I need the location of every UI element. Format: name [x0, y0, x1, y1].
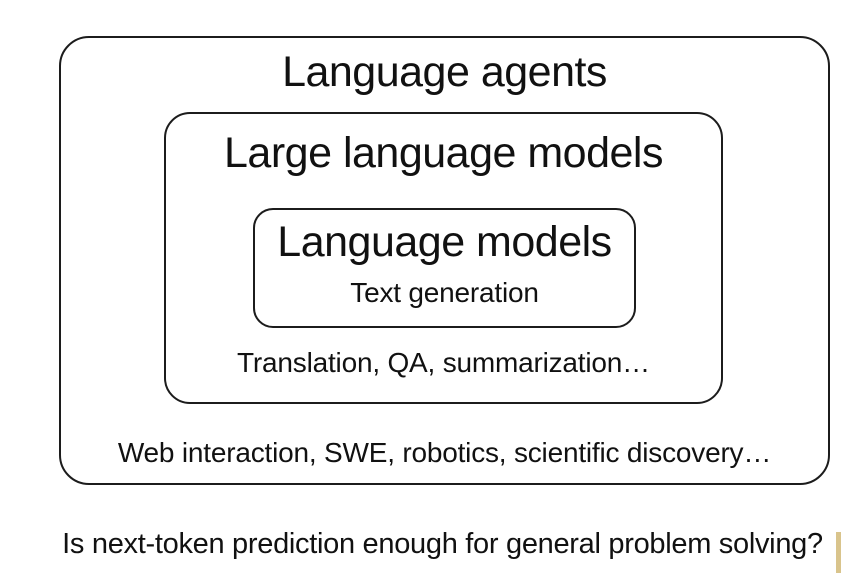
- outer-box-caption: Web interaction, SWE, robotics, scientif…: [117, 437, 772, 468]
- inner-box-title: Language models: [277, 218, 612, 266]
- right-edge-accent-bar: [836, 532, 841, 573]
- middle-box-caption: Translation, QA, summarization…: [237, 347, 650, 378]
- question-text: Is next-token prediction enough for gene…: [62, 528, 823, 560]
- inner-box-caption: Text generation: [350, 277, 539, 308]
- middle-box-large-language-models: [164, 112, 723, 404]
- outer-box-language-agents: [59, 36, 830, 485]
- middle-box-title: Large language models: [224, 129, 663, 177]
- inner-box-language-models: [253, 208, 636, 328]
- outer-box-title: Language agents: [282, 48, 607, 96]
